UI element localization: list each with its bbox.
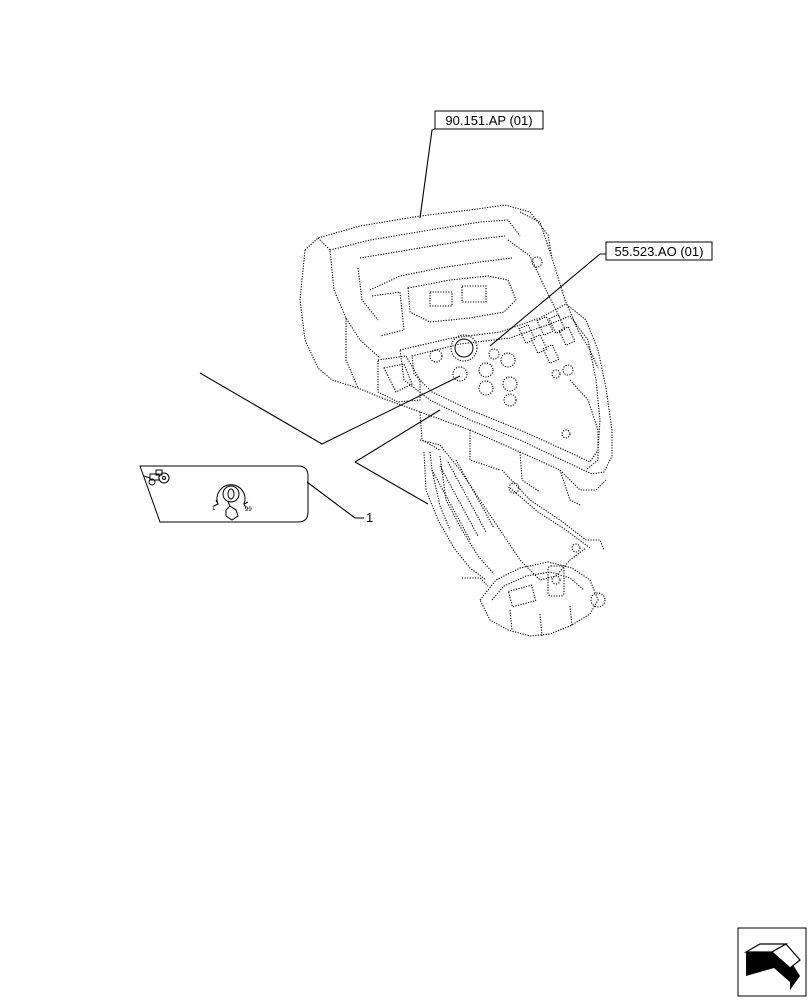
reference-label-top: 90.151.AP (01): [445, 113, 532, 128]
hand-icon: [225, 501, 239, 521]
next-page-arrow-icon[interactable]: [737, 927, 807, 997]
leader-line-ref-top: [419, 128, 436, 219]
leader-line-long-diagonal: [199, 372, 461, 445]
switch-bank: [518, 313, 576, 379]
reference-box-55-523-ao[interactable]: 55.523.AO (01): [605, 241, 713, 261]
leader-line-ref-right: [489, 253, 606, 347]
callout-number-1: 1: [366, 510, 373, 525]
leader-line-decal: [306, 481, 364, 519]
tractor-icon: [143, 469, 170, 486]
leader-line-callout-1: [354, 409, 441, 463]
reference-box-90-151-ap[interactable]: 90.151.AP (01): [434, 110, 544, 130]
leader-line-callout-1-lower: [354, 461, 429, 505]
dial-max-label: 99: [245, 507, 252, 513]
decal-item-1[interactable]: 1 99: [139, 465, 309, 523]
reference-label-right: 55.523.AO (01): [615, 244, 704, 259]
armrest-console-illustration: [299, 204, 613, 637]
dial-min-label: 1: [212, 506, 216, 512]
rotary-dial-icon: [213, 484, 249, 509]
